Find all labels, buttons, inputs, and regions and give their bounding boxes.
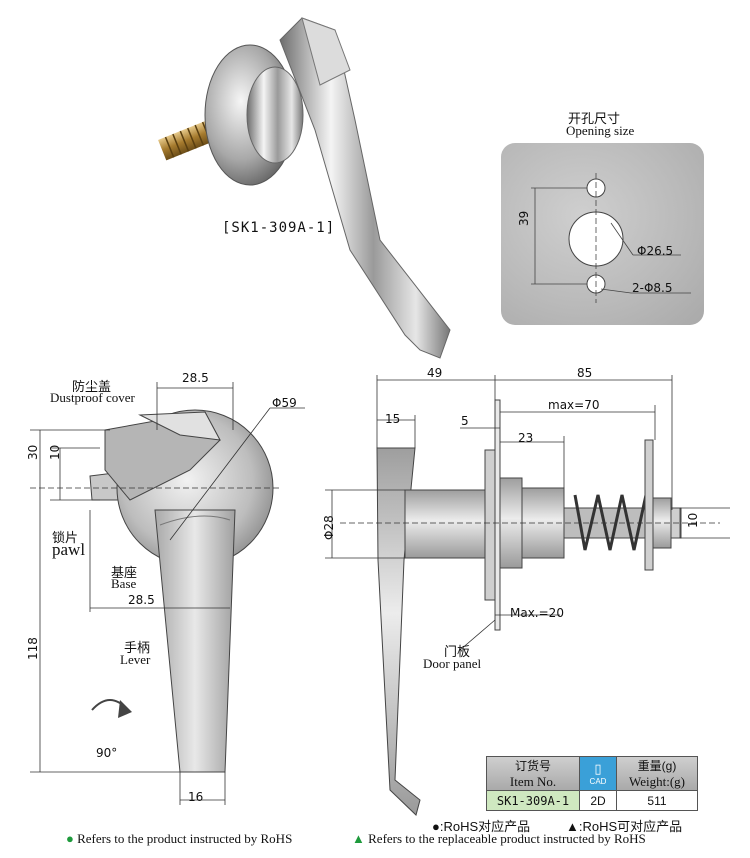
front-dim-118: 118 [26, 637, 40, 660]
product-photo [158, 17, 451, 359]
header-weight: 重量(g) Weight:(g) [616, 756, 698, 791]
header-cad: ▯ CAD [579, 756, 617, 791]
label-base-en: Base [111, 576, 137, 591]
side-view-drawing [325, 375, 730, 816]
model-label: [SK1-309A-1] [222, 220, 336, 236]
opening-drawing [531, 173, 691, 303]
opening-dim-diameter: Φ26.5 [637, 244, 674, 258]
opening-dim-39: 39 [517, 210, 531, 226]
label-cover-cn: 防尘盖 [72, 379, 112, 394]
note-rohs-cn: ●:RoHS对应产品 [432, 819, 531, 834]
side-dim-10: 10 [686, 512, 700, 528]
side-dim-15: 15 [385, 412, 401, 426]
front-dim-10: 10 [48, 444, 62, 460]
label-door-cn: 门板 [444, 644, 471, 659]
table-weight: 511 [616, 790, 698, 811]
side-dim-49: 49 [427, 366, 443, 380]
side-dim-5: 5 [461, 414, 469, 428]
note-rohs-alt-cn: ▲:RoHS可对应产品 [566, 819, 683, 834]
table-item-no[interactable]: SK1-309A-1 [486, 790, 580, 811]
side-dim-max20: Max.=20 [510, 606, 564, 620]
label-lever-en: Lever [120, 652, 151, 667]
table-cad-type[interactable]: 2D [579, 790, 617, 811]
front-view-drawing [30, 382, 305, 805]
front-dim-16: 16 [188, 790, 204, 804]
green-dot-icon: ● [66, 831, 74, 846]
cad-file-icon: ▯ [594, 761, 602, 776]
label-pawl-en: pawl [52, 540, 86, 559]
front-angle: 90° [96, 746, 118, 760]
spec-table: 订货号 Item No. ▯ CAD 重量(g) Weight:(g) SK1-… [486, 756, 698, 811]
side-dim-28: Φ28 [322, 515, 336, 540]
label-lever-cn: 手柄 [124, 640, 151, 655]
opening-dim-holes: 2-Φ8.5 [632, 281, 673, 295]
label-door-en: Door panel [423, 656, 482, 671]
header-item-no: 订货号 Item No. [486, 756, 580, 791]
opening-title-cn: 开孔尺寸 [568, 111, 621, 126]
side-dim-max70: max=70 [548, 398, 600, 412]
green-triangle-icon: ▲ [352, 831, 365, 846]
label-pawl-cn: 锁片 [52, 530, 79, 545]
side-dim-23: 23 [518, 431, 534, 445]
front-dim-30: 30 [26, 444, 40, 460]
legend-rohs: ● Refers to the product instructed by Ro… [66, 831, 293, 846]
front-dim-top: 28.5 [182, 371, 209, 385]
side-dim-85: 85 [577, 366, 593, 380]
label-base-cn: 基座 [111, 565, 138, 580]
legend-rohs-alt: ▲ Refers to the replaceable product inst… [352, 831, 646, 846]
label-cover-en: Dustproof cover [50, 390, 135, 405]
front-dim-mid: 28.5 [128, 593, 155, 607]
front-dim-diameter: Φ59 [272, 396, 297, 410]
opening-title-en: Opening size [566, 123, 635, 138]
